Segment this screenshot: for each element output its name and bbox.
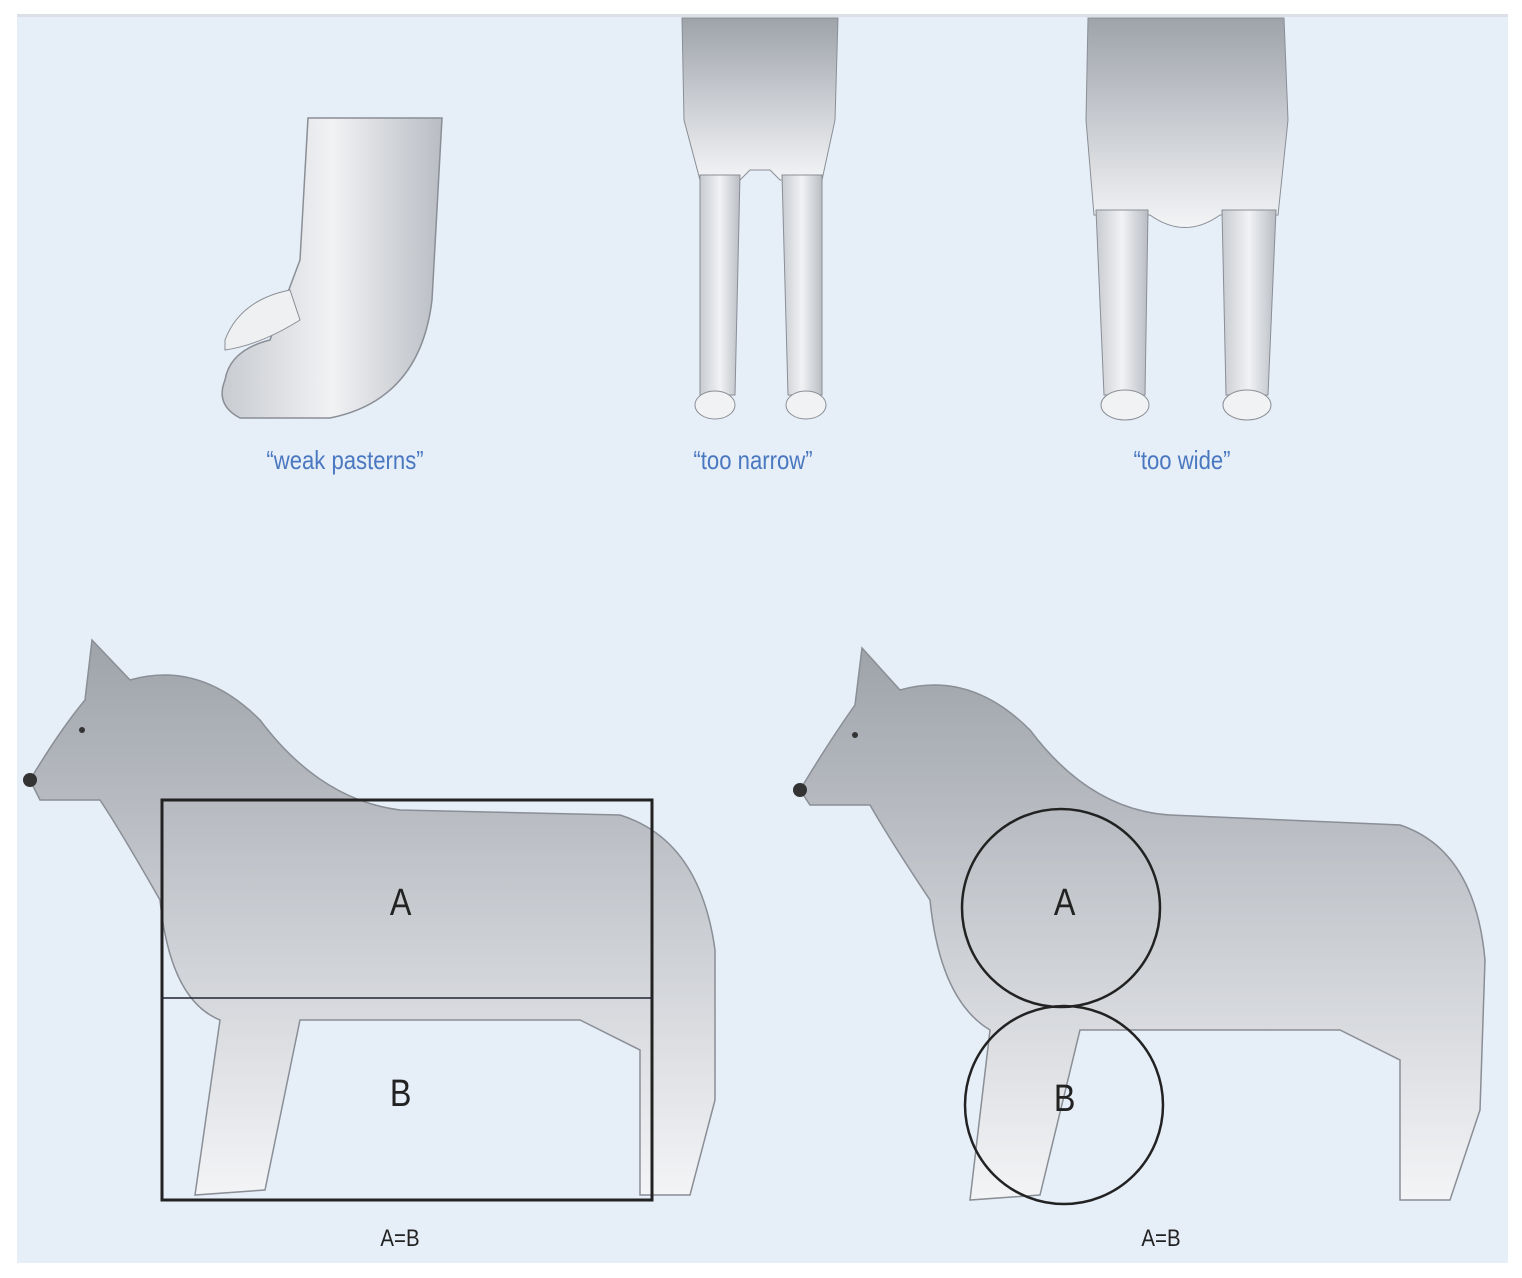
husky-side-view-left	[23, 638, 716, 1202]
caption-too-narrow: “too narrow”	[693, 445, 813, 475]
label-b-left: B	[389, 1073, 412, 1115]
label-a-right: A	[1053, 882, 1076, 924]
too-narrow-illustration	[681, 17, 839, 420]
proportion-rectangle	[160, 798, 654, 1202]
husky-side-view-right	[793, 646, 1486, 1206]
proportion-circle-b	[963, 1004, 1165, 1206]
equation-right: A=B	[1141, 1225, 1181, 1252]
label-b-right: B	[1053, 1078, 1076, 1120]
caption-too-wide: “too wide”	[1133, 445, 1231, 475]
label-a-left: A	[389, 882, 412, 924]
too-wide-illustration	[1085, 17, 1289, 421]
equation-left: A=B	[380, 1225, 420, 1252]
caption-weak-pasterns: “weak pasterns”	[266, 445, 424, 475]
weak-pasterns-illustration	[221, 117, 443, 419]
